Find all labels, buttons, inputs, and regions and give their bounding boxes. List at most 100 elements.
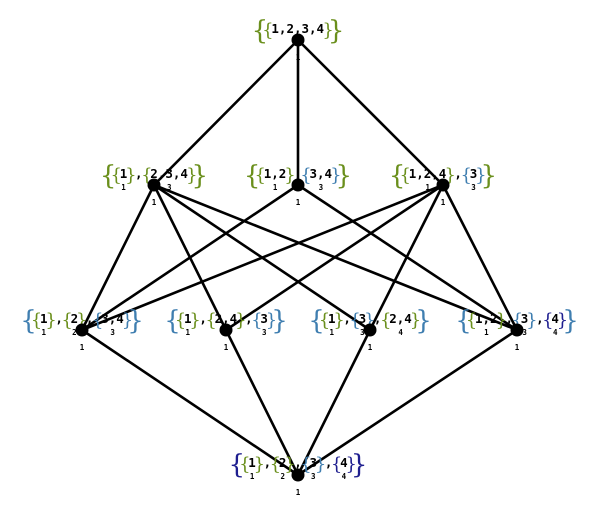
block-brace: { (254, 165, 265, 186)
block-brace: } (284, 454, 295, 475)
edge-r1c-r2c (368, 183, 445, 332)
node-subscript: 1 (80, 343, 85, 352)
block-brace: { (349, 310, 360, 331)
block-elements: 3 (260, 311, 268, 326)
outer-brace: { (252, 16, 269, 46)
node-label-r1c: {{1,2,41},{33}}1 (389, 161, 497, 207)
block-subscript: 4 (342, 472, 347, 481)
block-brace: } (235, 310, 246, 331)
block-separator: , (55, 311, 63, 326)
block-elements: 2,3,4 (150, 166, 188, 181)
block-brace: } (496, 310, 507, 331)
block-brace: { (110, 165, 121, 186)
block-subscript: 1 (330, 328, 335, 337)
block-separator: , (536, 311, 544, 326)
node-subscript: 1 (441, 198, 446, 207)
block-subscript: 3 (319, 183, 324, 192)
block-subscript: 1 (484, 328, 489, 337)
labels-layer: {{1,2,3,4}}1{{11},{2,3,43}}1{{1,21},{3,4… (20, 16, 579, 497)
block-elements: 1 (248, 455, 256, 470)
block-subscript: 3 (311, 472, 316, 481)
node-label-r2b: {{11},{2,42},{33}}1 (164, 306, 288, 352)
block-brace: { (466, 310, 477, 331)
node-top (291, 33, 305, 47)
node-subscript: 1 (224, 343, 229, 352)
block-brace: { (61, 310, 72, 331)
node-subscript: 1 (296, 198, 301, 207)
block-brace: } (76, 310, 87, 331)
block-elements: 1,2,4 (409, 166, 447, 181)
block-elements: 1 (184, 311, 192, 326)
node-r1a (147, 178, 161, 192)
block-separator: , (135, 166, 143, 181)
block-brace: { (92, 310, 103, 331)
node-r1b (291, 178, 305, 192)
block-brace: } (122, 310, 133, 331)
node-label-r1b: {{1,21},{3,43}}1 (244, 161, 352, 207)
block-brace: { (512, 310, 523, 331)
block-subscript: 4 (553, 328, 558, 337)
block-brace: { (262, 20, 273, 41)
node-r2a (75, 323, 89, 337)
edge-r1c-r2d (441, 183, 519, 332)
outer-brace: } (328, 16, 345, 46)
block-subscript: 1 (250, 472, 255, 481)
outer-brace: { (455, 306, 472, 336)
block-brace: } (322, 20, 333, 41)
block-brace: } (266, 310, 277, 331)
edge-top-r1a (152, 38, 300, 187)
edge-r2a-bottom (80, 328, 300, 477)
block-brace: { (31, 310, 42, 331)
block-brace: { (141, 165, 152, 186)
block-brace: } (125, 165, 136, 186)
block-brace: } (186, 165, 197, 186)
block-brace: } (189, 310, 200, 331)
block-elements: 2 (71, 311, 79, 326)
edge-r1a-r2a (80, 183, 156, 332)
node-subscript: 1 (296, 53, 301, 62)
node-subscript: 1 (296, 488, 301, 497)
edge-r2d-bottom (296, 328, 519, 477)
block-subscript: 2 (72, 328, 77, 337)
node-r2b (219, 323, 233, 337)
outer-brace: } (127, 306, 144, 336)
node-label-bottom: {{11},{22},{33},{44}}1 (229, 450, 368, 497)
outer-brace: } (481, 161, 498, 191)
outer-brace: } (336, 161, 353, 191)
block-elements: 2,4 (215, 311, 238, 326)
block-separator: , (454, 166, 462, 181)
block-elements: 4 (340, 455, 348, 470)
block-brace: } (284, 165, 295, 186)
block-brace: } (444, 165, 455, 186)
block-brace: { (460, 165, 471, 186)
edge-r2b-bottom (224, 328, 300, 477)
node-subscript: 1 (515, 343, 520, 352)
block-subscript: 3 (262, 328, 267, 337)
node-label-r2a: {{11},{22},{3,43}}1 (20, 306, 144, 352)
node-r2d (510, 323, 524, 337)
block-subscript: 2 (280, 472, 285, 481)
block-brace: } (254, 454, 265, 475)
edge-r2c-bottom (296, 328, 372, 477)
block-separator: , (264, 455, 272, 470)
block-brace: { (205, 310, 216, 331)
outer-brace: { (244, 161, 261, 191)
node-label-r2d: {{1,21},{33},{44}}1 (455, 306, 579, 352)
block-brace: { (399, 165, 410, 186)
block-subscript: 3 (522, 328, 527, 337)
block-subscript: 1 (121, 183, 126, 192)
block-elements: 4 (551, 311, 559, 326)
node-subscript: 1 (368, 343, 373, 352)
block-brace: } (330, 165, 341, 186)
block-separator: , (325, 455, 333, 470)
block-brace: { (331, 454, 342, 475)
block-separator: , (199, 311, 207, 326)
block-brace: } (333, 310, 344, 331)
edges-layer (80, 38, 519, 477)
edge-r1c-r2a (80, 183, 445, 332)
edge-top-r1c (296, 38, 445, 187)
outer-brace: { (308, 306, 325, 336)
outer-brace: { (20, 306, 37, 336)
block-elements: 2 (279, 455, 287, 470)
